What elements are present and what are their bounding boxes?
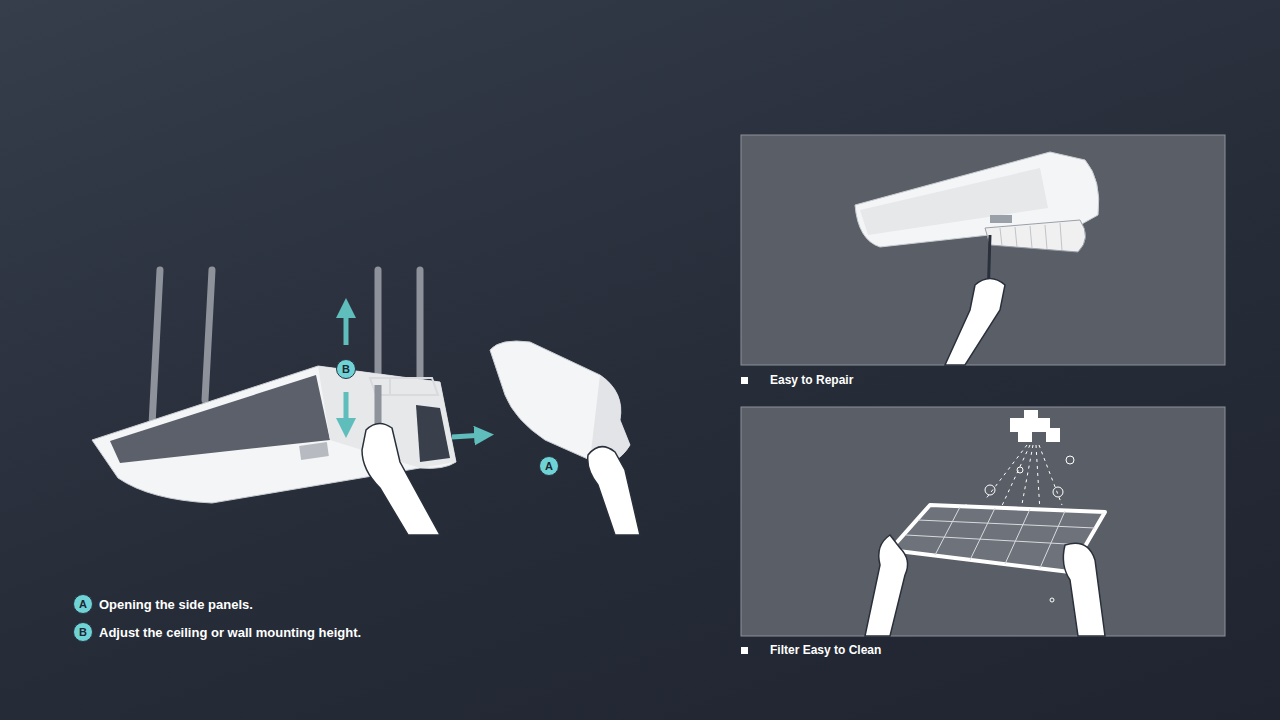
clean-panel [741,407,1225,636]
caption: Filter Easy to Clean [770,643,881,657]
legend-letter: B [73,622,93,642]
legend-letter: A [73,594,93,614]
callout-letter: B [336,359,356,379]
bullet [741,647,748,654]
repair-panel [741,135,1225,365]
callout-letter: A [539,456,559,476]
side-panel [490,341,640,535]
clean-scene [865,410,1105,636]
movement-arrows [346,308,484,437]
hand [362,385,440,535]
caption: Easy to Repair [770,373,853,387]
bullet [741,377,748,384]
legend-text: Opening the side panels. [99,597,253,612]
legend-text: Adjust the ceiling or wall mounting heig… [99,625,361,640]
repair-scene [855,152,1099,365]
